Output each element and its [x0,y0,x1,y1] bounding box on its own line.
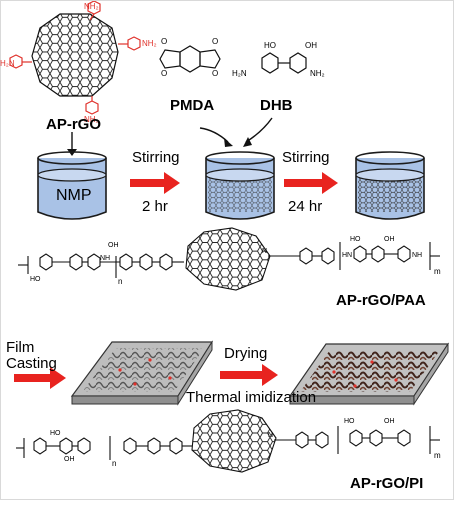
film-paa [70,340,214,406]
aminophenyl-groups [9,0,141,115]
label-time-2: 24 hr [288,198,323,215]
oh-dhb: OH [305,41,317,50]
label-drying: Drying [224,345,268,362]
paa-nh: NH [100,255,111,262]
pmda-structure [159,45,221,73]
paa-oh-2: OH [384,236,395,243]
pi-ho-2: HO [344,418,355,425]
label-stirring-2: Stirring [282,149,330,166]
beaker-mixture [205,151,275,220]
paa-hn: HN [342,252,353,259]
label-time-1: 2 hr [142,198,168,215]
nh2-dhb: NH₂ [310,69,325,78]
red-arrow-2 [284,172,338,194]
pi-n-1: N [268,432,274,439]
o-pmda-top-r: O [212,37,219,46]
ap-rgo-structure [9,0,141,115]
o-pmda-bottom: O [161,69,168,78]
paa-oh-1: OH [108,242,119,249]
ho-dhb: HO [264,41,276,50]
red-arrow-1 [130,172,180,194]
beaker-paa [355,151,425,220]
pi-oh: OH [64,456,75,463]
h2n-left: H₂N [0,59,15,68]
red-arrow-3 [14,367,66,389]
paa-n-sub: n [118,277,123,286]
pi-oh-2: OH [384,418,395,425]
label-film: Film [6,339,35,356]
film-pi [288,342,450,406]
label-dhb: DHB [260,97,293,114]
label-ap-rgo: AP-rGO [46,116,102,133]
paa-n-1: N [262,248,268,255]
dhb-structure [261,52,307,74]
beaker-nmp [37,151,107,220]
label-ap-rgo-paa: AP-rGO/PAA [336,292,426,309]
o-pmda-bottom-r: O [212,69,219,78]
label-nmp: NMP [56,187,92,204]
label-thermal-imidization: Thermal imidization [186,389,317,406]
paa-ho-1: HO [30,276,41,283]
label-stirring-1: Stirring [132,149,180,166]
nh2-top: NH₂ [84,2,99,11]
nh2-bottom: NH₂ [84,115,99,124]
paa-nh-2: NH [412,252,423,259]
red-arrow-4 [220,364,278,386]
paa-chain [18,227,440,291]
pi-m-sub: m [434,451,441,460]
pi-chain [16,409,440,473]
paa-ho-2: HO [350,236,361,243]
nh2-right: NH₂ [142,39,157,48]
o-pmda-top: O [161,37,168,46]
flow-arrows-top [67,117,273,156]
h2n-dhb: H₂N [232,69,247,78]
label-casting: Casting [6,355,57,372]
label-pmda: PMDA [170,97,215,114]
pi-ho: HO [50,430,61,437]
paa-m-sub: m [434,267,441,276]
pi-n-sub: n [112,459,117,468]
label-ap-rgo-pi: AP-rGO/PI [350,475,424,492]
